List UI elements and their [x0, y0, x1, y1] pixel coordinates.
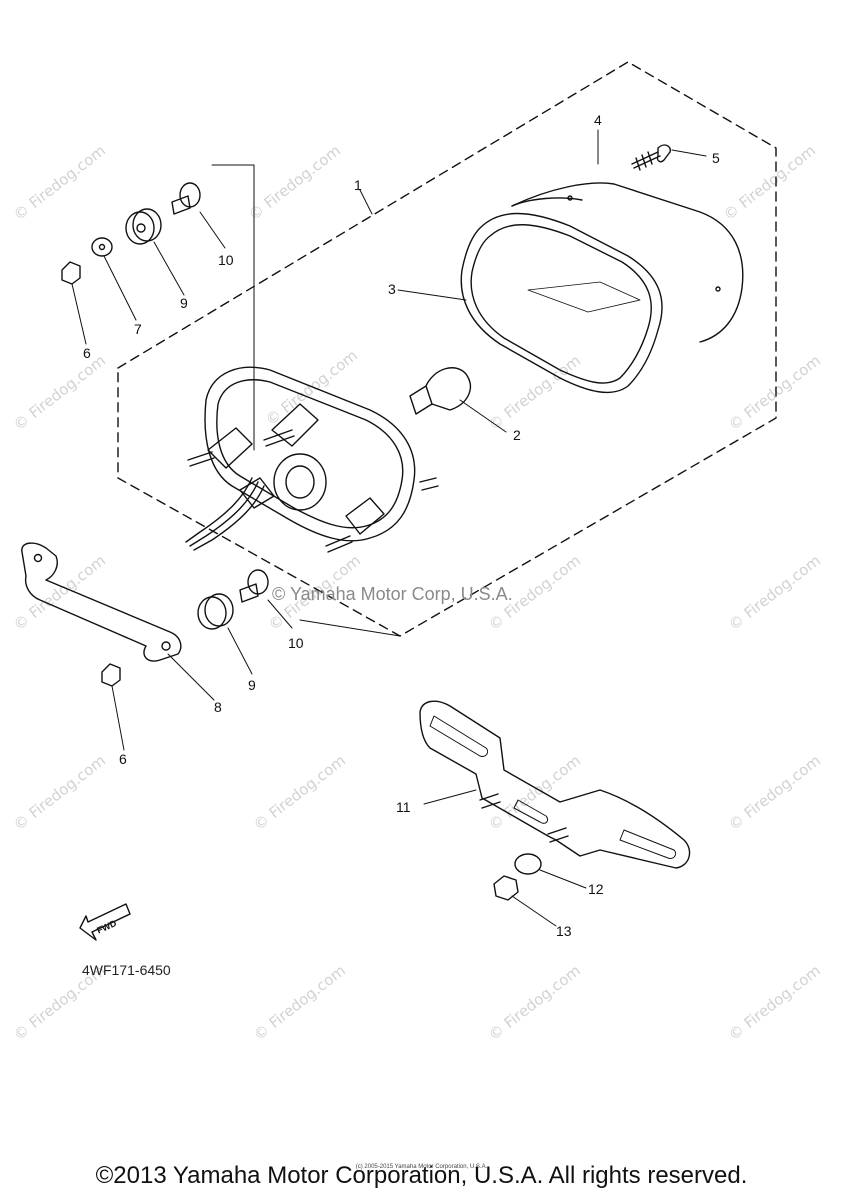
callout-9-lower: 9	[248, 677, 256, 693]
callout-8: 8	[214, 699, 222, 715]
callout-2: 2	[513, 427, 521, 443]
callout-10-upper: 10	[218, 252, 234, 268]
tiny-credit: (c) 2005-2015 Yamaha Motor Corporation, …	[355, 1164, 488, 1170]
callout-13: 13	[556, 923, 572, 939]
callout-4: 4	[594, 112, 602, 128]
gasket	[460, 212, 663, 394]
leader-lines	[71, 129, 707, 927]
callout-5: 5	[712, 150, 720, 166]
assembly-boundary	[117, 61, 777, 637]
callout-10-lower: 10	[288, 635, 304, 651]
upper-hardware	[61, 182, 201, 285]
copyright-notice: ©2013 Yamaha Motor Corporation, U.S.A. A…	[95, 1162, 748, 1189]
callout-6-upper: 6	[83, 345, 91, 361]
callout-9-upper: 9	[180, 295, 188, 311]
callout-1: 1	[354, 177, 362, 193]
nut	[493, 875, 519, 901]
callout-7: 7	[134, 321, 142, 337]
mounting-stay	[21, 542, 182, 662]
screw	[631, 144, 671, 171]
lower-hardware	[101, 569, 269, 687]
light-base	[185, 366, 439, 553]
callout-3: 3	[388, 281, 396, 297]
washer	[514, 853, 542, 875]
callout-12: 12	[588, 881, 604, 897]
diagram-code: 4WF171-6450	[82, 962, 171, 978]
lens-housing	[511, 182, 744, 343]
plate-bracket	[419, 700, 691, 869]
callout-6-lower: 6	[119, 751, 127, 767]
fwd-label: FWD	[95, 918, 118, 936]
callout-11: 11	[396, 799, 411, 815]
inner-credit: © Yamaha Motor Corp, U.S.A.	[272, 584, 513, 604]
fwd-arrow-icon	[79, 903, 131, 941]
bulb	[409, 367, 471, 415]
